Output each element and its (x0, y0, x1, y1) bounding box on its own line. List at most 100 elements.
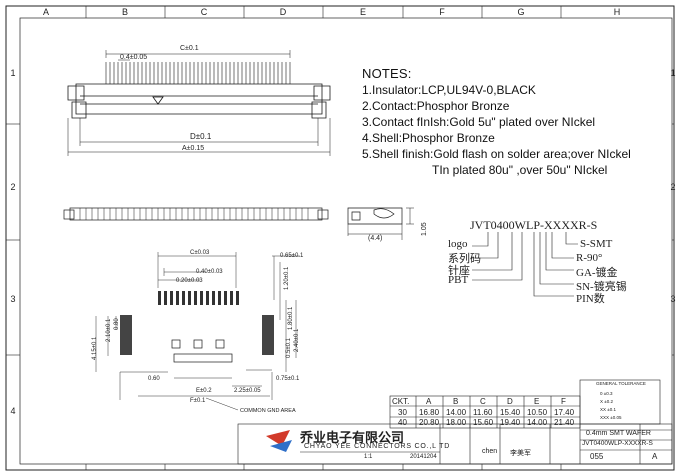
table-cell: 20.80 (419, 418, 440, 427)
dim-d: D±0.1 (190, 132, 212, 141)
dim-pitch: 0.4±0.05 (120, 54, 147, 61)
drawing-part-no: JVT0400WLP-XXXXR-S (582, 440, 653, 447)
company-logo (266, 430, 292, 452)
row-label-4: 4 (10, 406, 15, 416)
col-label-h: H (614, 7, 621, 17)
table-cell: 14.00 (446, 408, 467, 417)
dim-c: C±0.1 (180, 45, 199, 52)
dimension-table-grid (389, 379, 661, 429)
fp-dim-080: 0.80 (114, 318, 120, 330)
fp-dim-05: 0.5±0.1 (286, 337, 292, 358)
tolerance-title: GENERAL TOLERANCE (596, 381, 646, 386)
company-name-en: CHYAO YEE CONNECTORS CO.,L TD (304, 443, 451, 450)
bottom-view (63, 207, 329, 221)
pcb-footprint (95, 252, 300, 411)
row-label-2-right: 2 (670, 182, 675, 192)
checked-by: 李美军 (510, 450, 531, 457)
row-label-3: 3 (10, 294, 15, 304)
right-mount-pad (262, 315, 274, 355)
table-header-ckt: CKT. (392, 397, 410, 406)
table-cell: 16.80 (419, 408, 440, 417)
notes-block: NOTES: 1.Insulator:LCP,UL94V-0,BLACK 2.C… (362, 66, 631, 178)
drawing-description: 0.4mm SMT WAFER (586, 430, 651, 437)
part-number-leaders (472, 232, 578, 297)
dim-a: A±0.15 (182, 145, 204, 152)
tolerance-row: XXX ±0.05 (600, 415, 622, 420)
sheet-border (5, 5, 675, 471)
table-header-a: A (426, 397, 432, 406)
drawing-date: 20141204 (410, 454, 437, 460)
col-label-d: D (280, 7, 287, 17)
note-line: 5.Shell finish:Gold flash on solder area… (362, 147, 631, 161)
fp-dim-f: F±0.1 (190, 398, 206, 404)
tolerance-row: X ±0.2 (600, 399, 613, 404)
legend-series: 系列码 (448, 253, 481, 265)
table-header-b: B (453, 397, 459, 406)
sheet-number: 055 (590, 452, 604, 461)
table-cell: 15.40 (500, 408, 521, 417)
table-cell: 30 (398, 408, 407, 417)
fp-dim-240: 2.40±0.1 (294, 328, 300, 352)
title-block-grid (237, 423, 673, 465)
table-cell: 21.40 (554, 418, 575, 427)
part-number-code: JVT0400WLP-XXXXR-S (470, 218, 598, 232)
frame-row-labels: 1 2 3 4 1 2 3 (10, 68, 675, 416)
note-line: 4.Shell:Phosphor Bronze (362, 131, 495, 145)
profile-view (347, 207, 414, 240)
fp-dim-065: 0.65±0.1 (280, 253, 304, 259)
fp-dim-e: E±0.2 (196, 388, 212, 394)
table-cell: 10.50 (527, 408, 548, 417)
legend-smt: S-SMT (580, 238, 613, 250)
left-mount-pad (120, 315, 132, 355)
fp-dim-180: 1.80±0.1 (288, 306, 294, 330)
revision: A (652, 452, 658, 461)
row-label-1-right: 1 (670, 68, 675, 78)
fp-dim-pad: 0.20±0.03 (176, 278, 203, 284)
table-cell: 15.60 (473, 418, 494, 427)
col-label-e: E (360, 7, 366, 17)
dim-profile-height: 1.05 (421, 222, 428, 236)
table-cell: 19.40 (500, 418, 521, 427)
fp-common-gnd: COMMON GND AREA (240, 408, 296, 414)
drawn-by: chen (482, 448, 498, 455)
row-label-1: 1 (10, 68, 15, 78)
note-line: 3.Contact fInIsh:Gold 5u" plated over NI… (362, 115, 596, 129)
table-cell: 17.40 (554, 408, 575, 417)
fp-dim-120: 1.20±0.1 (284, 266, 290, 290)
fp-dim-pitch: 0.40±0.03 (196, 269, 223, 275)
legend-logo: logo (448, 238, 468, 250)
top-view-pins (105, 62, 291, 84)
col-label-f: F (439, 7, 445, 17)
legend-tin: SN-镀亮锡 (576, 281, 627, 293)
col-label-b: B (122, 7, 128, 17)
legend-angle: R-90° (576, 252, 603, 264)
column-ticks (6, 6, 674, 470)
drawing-scale: 1:1 (364, 454, 373, 460)
legend-header: 针座 (448, 265, 470, 277)
col-label-c: C (201, 7, 208, 17)
row-label-3-right: 3 (670, 294, 675, 304)
legend-gold: GA-镀金 (576, 267, 618, 279)
table-cell: 11.60 (473, 408, 493, 417)
fp-dim-c: C±0.03 (190, 250, 210, 256)
fp-dim-225: 2.25±0.05 (234, 388, 261, 394)
fp-dim-210: 2.10±0.1 (106, 318, 112, 342)
table-cell: 18.00 (446, 418, 467, 427)
notes-title: NOTES: (362, 66, 412, 81)
table-header-e: E (534, 397, 540, 406)
footprint-pads (158, 291, 239, 305)
table-header-c: C (480, 397, 486, 406)
note-line: 2.Contact:Phosphor Bronze (362, 99, 510, 113)
tolerance-row: 0 ±0.3 (600, 391, 613, 396)
col-label-a: A (43, 7, 49, 17)
frame-col-labels: A B C D E F G H (43, 7, 620, 17)
legend-pin-count: PIN数 (576, 293, 605, 305)
dim-profile-width: (4.4) (368, 235, 382, 242)
table-header-f: F (561, 397, 566, 406)
table-cell: 14.00 (527, 418, 548, 427)
note-line: TIn plated 80u" ,over 50u" NIckel (432, 163, 608, 177)
fp-dim-060: 0.60 (148, 376, 160, 382)
col-label-g: G (517, 7, 524, 17)
table-cell: 40 (398, 418, 407, 427)
